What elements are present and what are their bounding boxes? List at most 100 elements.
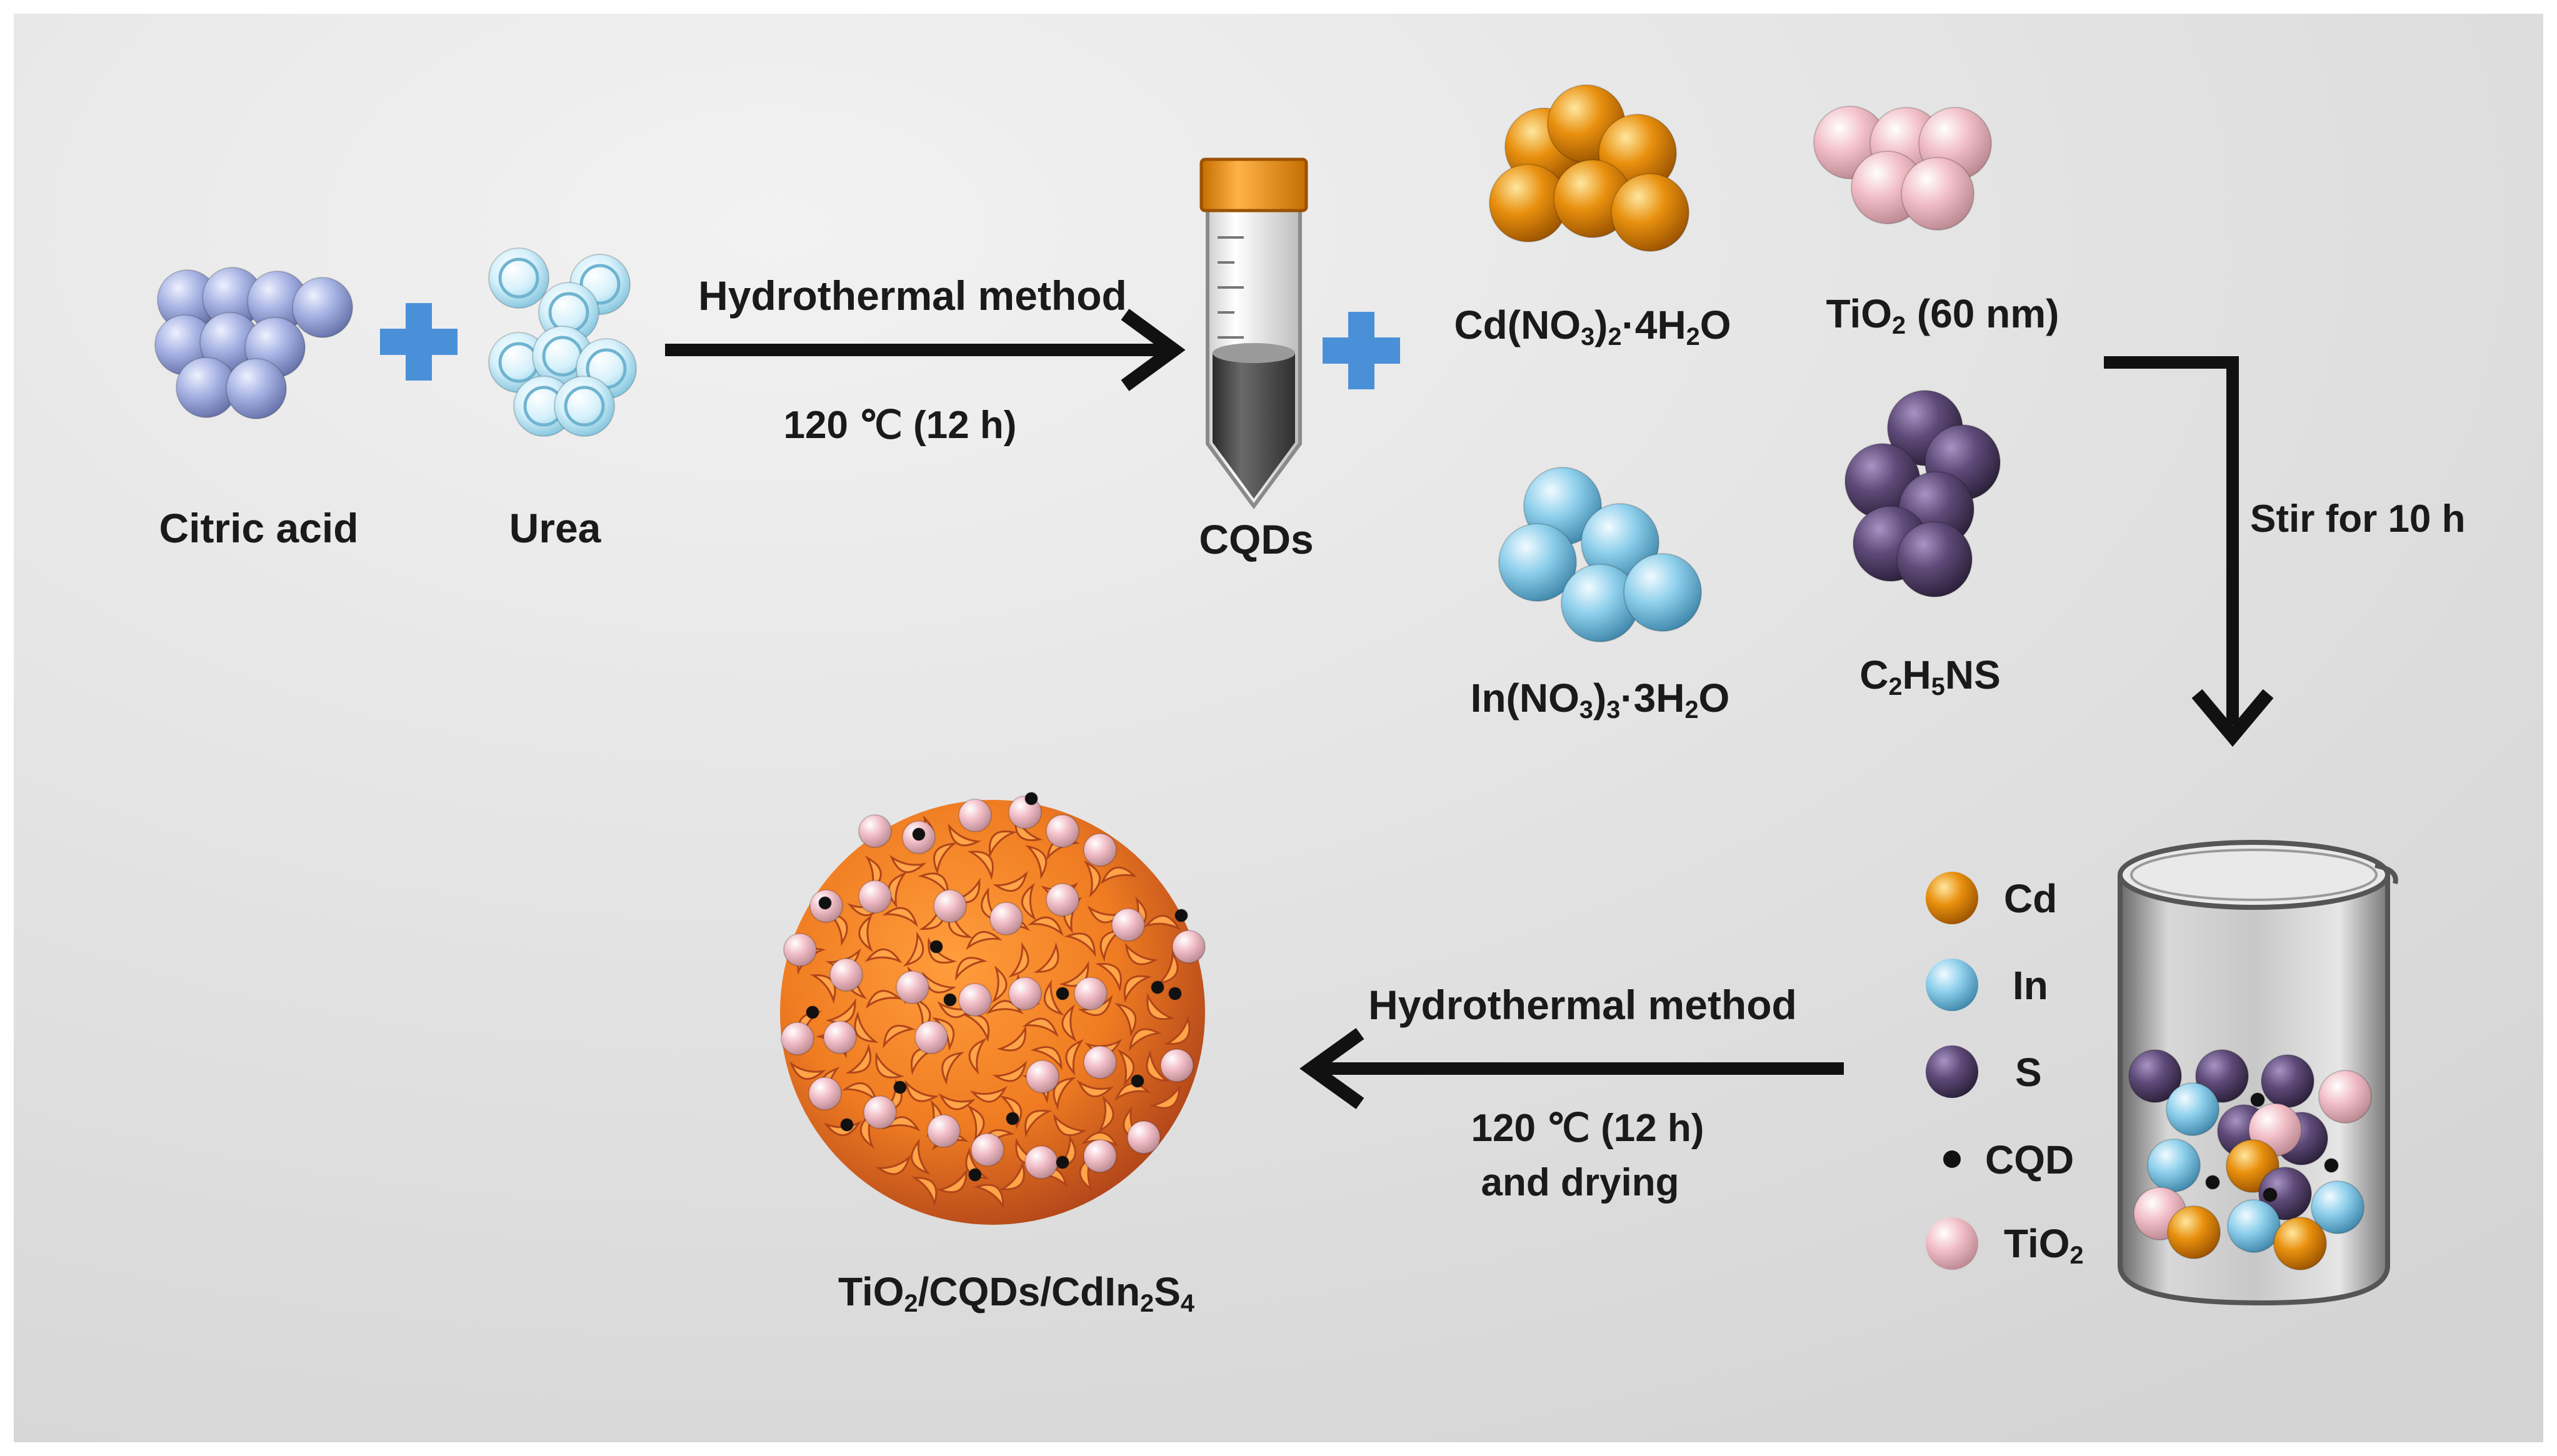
flower-cqd-dot	[929, 940, 943, 954]
flower-petal	[875, 1154, 911, 1175]
flower-tio2-particle	[1008, 977, 1042, 1010]
flower-cqd-dot	[1006, 1112, 1019, 1125]
legend-label-cd: Cd	[2004, 876, 2058, 921]
flower-petal	[993, 870, 1028, 892]
flower-petal	[809, 974, 836, 1004]
cd-sphere	[1611, 173, 1689, 252]
flower-petal	[988, 830, 1018, 858]
flower-cqd-dot	[806, 1005, 819, 1019]
flower-cqd-dot	[1056, 1155, 1069, 1169]
legend-label-cqd: CQD	[1985, 1137, 2074, 1182]
flower-petal	[1163, 1015, 1191, 1045]
arrow1-bottom-text: 120 ℃ (12 h)	[783, 404, 1017, 447]
flower-cqd-dot	[1024, 792, 1038, 805]
plus-sign-1	[380, 303, 458, 381]
legend-label-in: In	[2013, 963, 2048, 1008]
flower-petal	[875, 1051, 904, 1079]
flower-petal	[1053, 1114, 1088, 1137]
beaker-particle	[2261, 1054, 2314, 1108]
flower-tio2-particle	[933, 889, 967, 923]
legend-s-marker	[1926, 1045, 1978, 1098]
flower-petal	[845, 1044, 872, 1074]
flower-petal	[1146, 1049, 1170, 1082]
flower-petal	[1129, 1028, 1163, 1052]
flower-petal	[937, 1001, 975, 1019]
flower-petal	[948, 823, 981, 847]
product-sphere	[780, 792, 1206, 1225]
in-nitrate-spheres	[1498, 467, 1702, 642]
legend-tio2-marker	[1926, 1217, 1978, 1270]
flower-petal	[1146, 992, 1175, 1020]
label-product: TiO2/CQDs/CdIn2S4	[838, 1269, 1194, 1317]
label-cd-nitrate: Cd(NO3)2·4H2O	[1454, 302, 1731, 351]
flower-cqd-dot	[1174, 909, 1188, 922]
flower-tio2-particle	[1046, 814, 1079, 848]
flower-petal	[864, 948, 903, 964]
citric-acid-spheres	[154, 267, 353, 419]
arrow-hydrothermal-2	[1299, 1028, 1844, 1109]
flower-tio2-particle	[1024, 1145, 1058, 1179]
arrow-hydrothermal-1	[665, 309, 1186, 391]
flower-petal	[1022, 1017, 1059, 1037]
beaker-particle	[2128, 1049, 2182, 1103]
flower-tio2-particle	[958, 799, 992, 832]
flower-petal	[911, 1138, 931, 1175]
beaker-cqd-dot	[2263, 1187, 2278, 1202]
flower-petal	[1114, 1082, 1152, 1102]
flower-petal	[858, 914, 873, 952]
flower-petal	[967, 1105, 985, 1142]
flower-petal	[1114, 1002, 1137, 1037]
beaker-particles	[2128, 1049, 2372, 1270]
flower-petal	[882, 907, 919, 927]
flower-petal	[1028, 916, 1064, 937]
flower-petal	[1083, 860, 1101, 898]
flower-tio2-particle	[1026, 1060, 1059, 1094]
flower-petal	[1097, 1095, 1114, 1133]
citric-acid-sphere	[292, 277, 353, 338]
urea-sphere	[554, 376, 615, 437]
flower-tio2-particle	[958, 983, 992, 1017]
flower-petal	[826, 911, 848, 947]
flower-petal	[903, 931, 924, 967]
label-cqds: CQDs	[1199, 516, 1314, 562]
flower-petal	[938, 1092, 976, 1110]
flower-petal	[1149, 1084, 1181, 1109]
flower-cqd-dot	[1131, 1074, 1144, 1088]
flower-petal	[922, 971, 957, 994]
in-sphere	[1623, 553, 1702, 632]
flower-tio2-particle	[1046, 883, 1079, 917]
flower-tio2-particle	[781, 1022, 814, 1055]
flower-tio2-particle	[808, 1077, 842, 1110]
flower-petal	[992, 1060, 1028, 1082]
citric-acid-sphere	[226, 358, 287, 419]
flower-tio2-particle	[989, 902, 1023, 935]
flower-tio2-particle	[1074, 977, 1108, 1010]
beaker-cqd-dot	[2205, 1175, 2220, 1190]
flower-cqd-dot	[912, 827, 926, 841]
beaker-particle	[2147, 1139, 2201, 1192]
flower-petal	[996, 1025, 1026, 1052]
urea-spheres	[488, 247, 637, 437]
flower-petal	[1033, 942, 1059, 973]
flower-petal	[904, 1080, 939, 1102]
flower-tio2-particle	[823, 1020, 857, 1054]
flower-tio2-particle	[927, 1114, 961, 1148]
flower-petal	[973, 1184, 1004, 1210]
flower-tio2-particle	[1083, 833, 1117, 867]
flower-petal	[1061, 1004, 1077, 1042]
flower-petal	[911, 1177, 938, 1207]
flower-petal	[969, 1085, 1008, 1103]
beaker-particle	[2166, 1082, 2219, 1136]
tio2-sphere	[1901, 157, 1974, 231]
flower-petal	[889, 855, 927, 874]
flower-petal	[1076, 1079, 1114, 1098]
flower-petal	[865, 990, 903, 1009]
flower-petal	[854, 1011, 879, 1043]
flower-petal	[1064, 932, 1096, 957]
flower-cqd-dot	[968, 1168, 982, 1182]
s-sphere	[1896, 521, 1973, 597]
label-thioacetamide: C2H5NS	[1859, 652, 2001, 701]
arrow1-top-text: Hydrothermal method	[698, 272, 1127, 319]
